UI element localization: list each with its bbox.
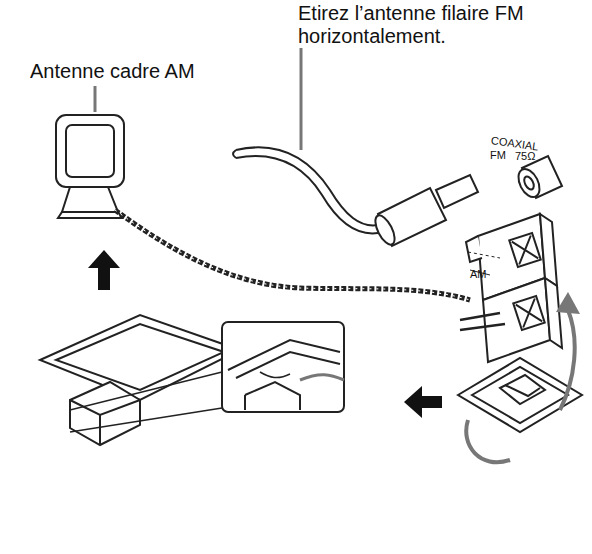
up-arrow	[88, 250, 120, 290]
jack-label: FM	[490, 149, 506, 162]
rotation-arrowhead	[556, 292, 580, 314]
rotation-arrow	[466, 310, 574, 462]
part-label: Antenne cadre AM	[30, 60, 195, 83]
loop-rotating	[458, 358, 582, 432]
coaxial-jack	[514, 156, 562, 200]
loop-assembly	[40, 315, 240, 445]
fm-connector	[371, 175, 478, 247]
instruction-label: Etirez l’antenne filaire FM horizontalem…	[298, 2, 588, 48]
zoom-inset	[70, 322, 344, 432]
leader-line	[94, 86, 97, 112]
am-loop-antenna	[56, 115, 124, 218]
terminal-label: AM	[470, 268, 487, 281]
fm-wire-antenna	[233, 147, 378, 233]
jack-label: 75Ω	[515, 150, 535, 163]
terminal-block	[460, 214, 562, 362]
left-arrow	[404, 386, 442, 418]
leader-line	[300, 48, 303, 150]
